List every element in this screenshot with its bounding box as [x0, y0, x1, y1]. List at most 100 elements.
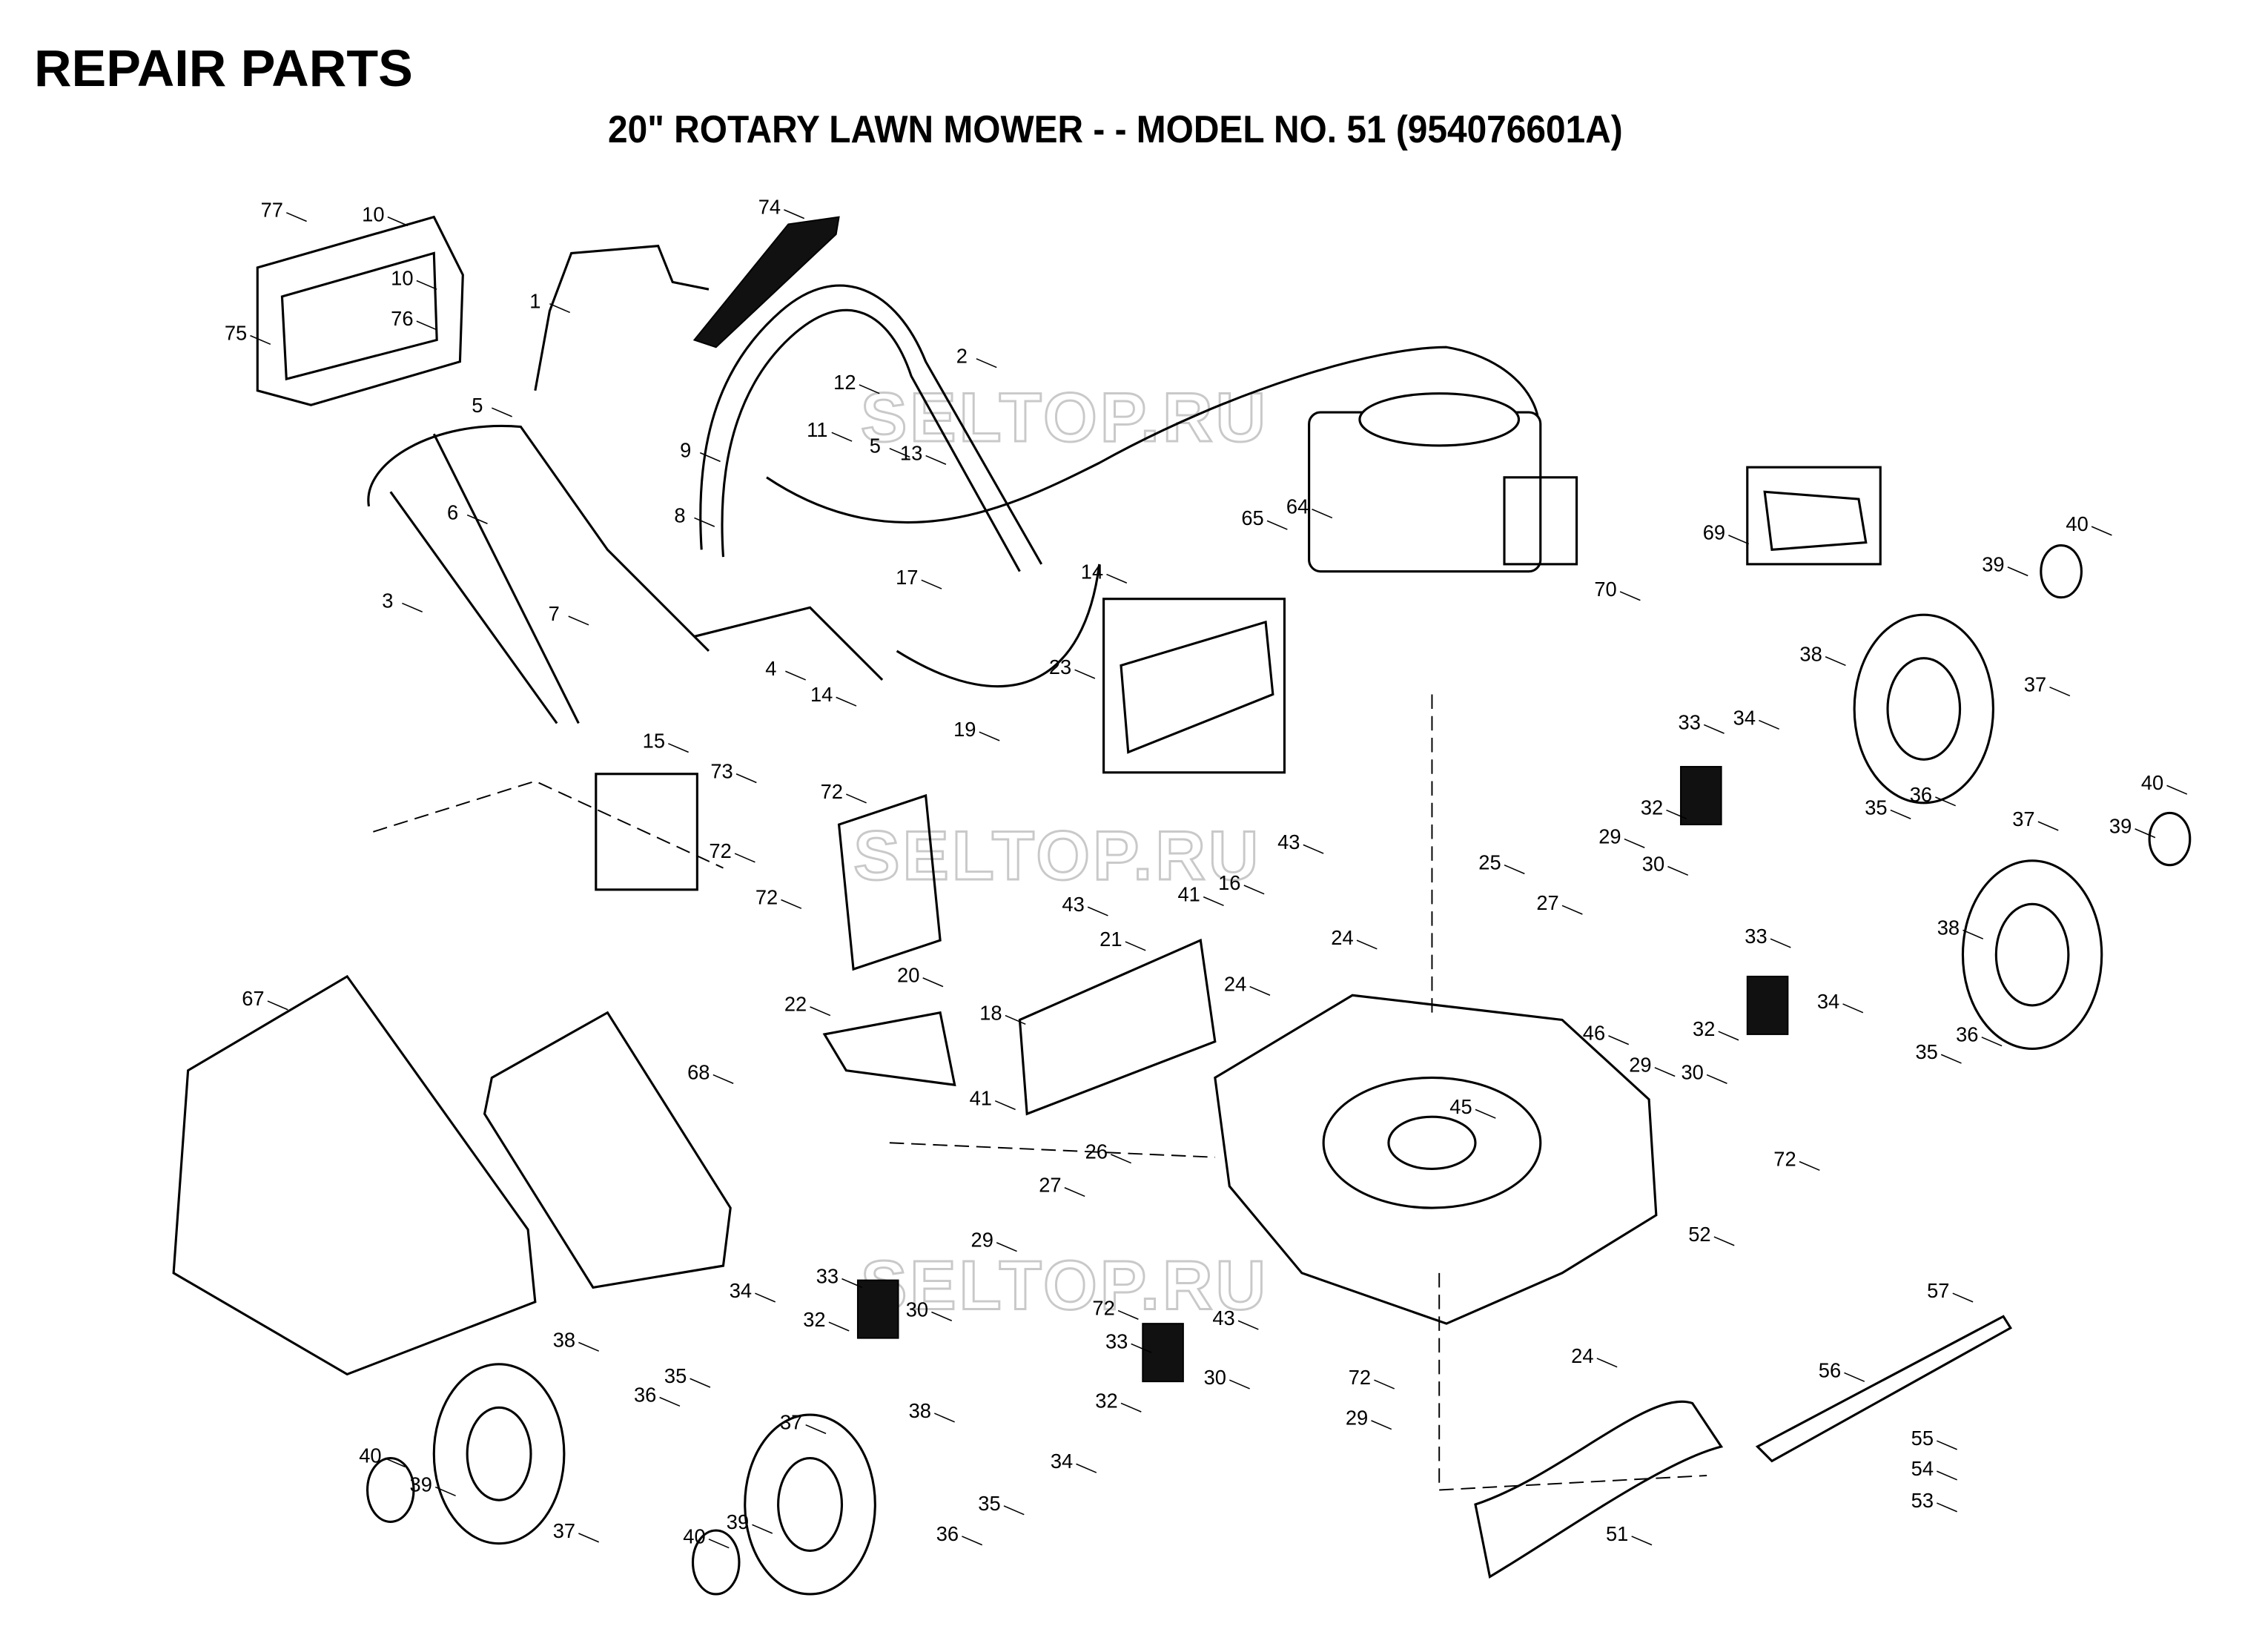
part-callout: 32 — [1693, 1017, 1715, 1040]
part-callout: 76 — [391, 307, 413, 330]
bag-frame — [483, 1011, 732, 1289]
part-callout: 10 — [391, 266, 413, 289]
leader-line — [1229, 1379, 1250, 1390]
part-callout: 16 — [1218, 871, 1240, 894]
part-callout: 36 — [936, 1522, 959, 1545]
leader-line — [1356, 939, 1378, 950]
part-callout: 33 — [816, 1265, 839, 1288]
leader-line — [922, 977, 944, 988]
air-filter-frame — [1746, 466, 1882, 566]
part-callout: 5 — [870, 435, 881, 457]
part-callout: 75 — [225, 321, 247, 344]
part-callout: 46 — [1583, 1022, 1605, 1045]
leader-line — [962, 1536, 983, 1546]
leader-line — [659, 1396, 681, 1407]
bail-wire — [534, 245, 710, 391]
part-callout: 32 — [1641, 796, 1663, 819]
part-callout: 33 — [1105, 1329, 1128, 1352]
part-callout: 5 — [472, 394, 483, 417]
page-title: REPAIR PARTS — [34, 39, 413, 97]
model-subtitle: 20" ROTARY LAWN MOWER - - MODEL NO. 51 (… — [608, 108, 1623, 151]
watermarks: SELTOP.RU SELTOP.RU SELTOP.RU — [853, 377, 1269, 1326]
part-callout: 39 — [2109, 815, 2132, 838]
leader-line — [1203, 896, 1224, 907]
leader-line — [285, 212, 307, 222]
part-callout: 29 — [971, 1229, 993, 1252]
part-callout: 72 — [1349, 1366, 1371, 1389]
wheel — [432, 1363, 566, 1545]
leader-line — [1087, 906, 1108, 916]
leader-line — [1120, 1402, 1142, 1413]
part-callout: 22 — [784, 993, 807, 1016]
leader-line — [805, 1424, 827, 1435]
part-callout: 72 — [821, 780, 843, 803]
leader-line — [1631, 1536, 1653, 1546]
leader-line — [1937, 1502, 1957, 1513]
control-panel — [256, 215, 464, 406]
part-callout: 26 — [1085, 1140, 1108, 1163]
part-callout: 11 — [807, 418, 827, 441]
part-callout: 70 — [1594, 578, 1616, 601]
part-callout: 13 — [900, 441, 922, 464]
parts-drawing — [172, 215, 2192, 1596]
leader-line — [994, 1100, 1016, 1111]
part-callout: 29 — [1598, 825, 1621, 848]
leader-line — [1703, 724, 1725, 734]
part-callout: 4 — [765, 657, 776, 680]
rear-door-frame — [1102, 598, 1286, 774]
part-callout: 14 — [810, 683, 833, 706]
leader-line — [1596, 1358, 1618, 1368]
part-callout: 64 — [1286, 495, 1309, 518]
leader-line — [708, 1539, 730, 1549]
leader-line — [1074, 669, 1096, 679]
part-callout: 29 — [1346, 1407, 1368, 1430]
part-callout: 41 — [970, 1087, 992, 1110]
leader-line — [402, 602, 423, 612]
leader-line — [889, 448, 910, 458]
part-callout: 36 — [1956, 1023, 1978, 1046]
leader-line — [1064, 1187, 1085, 1197]
part-callout: 35 — [1916, 1040, 1938, 1063]
leader-line — [859, 384, 880, 394]
part-callout: 38 — [553, 1328, 575, 1351]
leader-line — [831, 432, 853, 442]
part-callout: 34 — [1733, 706, 1756, 729]
part-callout: 51 — [1606, 1522, 1628, 1545]
leader-line — [734, 853, 755, 863]
leader-line — [416, 320, 437, 331]
leader-line — [1718, 1031, 1739, 1041]
leader-line — [668, 743, 689, 753]
leader-line — [828, 1321, 850, 1332]
part-callout: 24 — [1224, 972, 1246, 995]
baffle — [1474, 1400, 1724, 1579]
wheel — [1961, 859, 2103, 1051]
part-callout: 27 — [1536, 891, 1558, 914]
leader-line — [846, 793, 867, 804]
leader-line — [1266, 520, 1288, 530]
part-callout: 2 — [956, 345, 968, 368]
leader-line — [1608, 1035, 1630, 1045]
part-callout: 27 — [1039, 1174, 1061, 1197]
watermark: SELTOP.RU — [861, 378, 1269, 456]
leader-line — [781, 899, 802, 909]
part-callout: 40 — [2141, 771, 2163, 794]
wheel — [744, 1413, 876, 1596]
part-callout: 43 — [1212, 1306, 1234, 1329]
leader-line — [1935, 796, 1957, 807]
part-callout: 40 — [2066, 512, 2088, 535]
part-callout: 74 — [758, 196, 781, 219]
part-callout: 72 — [709, 839, 731, 862]
leader-line — [1076, 1463, 1097, 1473]
leader-line — [1003, 1505, 1025, 1516]
part-callout: 6 — [447, 500, 458, 523]
leader-line — [755, 1292, 776, 1303]
leader-line — [1940, 1054, 1962, 1064]
leader-line — [925, 455, 947, 465]
part-callout: 65 — [1241, 506, 1263, 529]
part-callout: 23 — [1049, 655, 1071, 678]
leader-line — [1312, 509, 1333, 519]
grass-bag — [172, 974, 537, 1376]
part-callout: 38 — [1937, 916, 1960, 939]
part-callout: 67 — [242, 987, 264, 1010]
